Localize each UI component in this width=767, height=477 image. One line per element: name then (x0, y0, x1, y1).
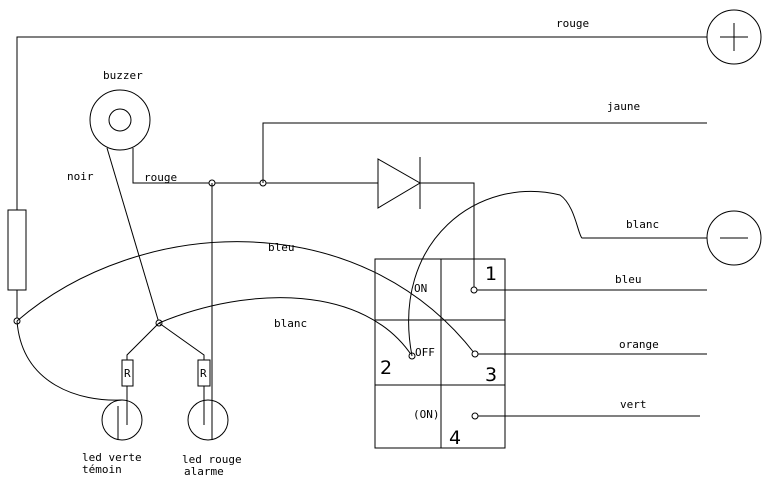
led-rouge-circle (187, 399, 229, 441)
led-rouge (187, 399, 229, 441)
wire-rouge-buzzer (132, 148, 378, 184)
switch-terminal-4 (471, 412, 479, 420)
label-vert: vert (620, 398, 647, 411)
wire-to-r2 (158, 322, 205, 360)
switch-term-1-label: 1 (485, 263, 497, 285)
resistor-1-label: R (124, 367, 131, 380)
label-blanc-arc: blanc (274, 317, 307, 330)
negative-terminal (706, 210, 762, 266)
label-led-rouge-1: led rouge (182, 453, 242, 466)
buzzer-inner (108, 108, 132, 132)
resistor-2-label: R (200, 367, 207, 380)
buzzer-outer (89, 89, 151, 151)
wire-to-r1 (126, 322, 160, 360)
wire-noir (106, 147, 160, 324)
wire-rouge-top (16, 36, 707, 210)
switch-on-momentary-label: (ON) (413, 408, 440, 421)
label-blanc-right: blanc (626, 218, 659, 231)
label-led-rouge-2: alarme (184, 465, 224, 477)
switch-terminal-3 (471, 350, 479, 358)
negative-terminal-circle (706, 210, 762, 266)
switch-on-label: ON (414, 282, 427, 295)
label-noir: noir (67, 170, 94, 183)
wire-jaune (262, 122, 707, 183)
led-verte-circle (101, 399, 143, 441)
switch-terminal-1 (470, 286, 478, 294)
switch-term-2-label: 2 (380, 357, 392, 379)
label-rouge-mid: rouge (144, 171, 177, 184)
label-orange: orange (619, 338, 659, 351)
label-bleu-right: bleu (615, 273, 642, 286)
wire-left-to-led-verte (16, 320, 123, 401)
switch-term-3-label: 3 (485, 364, 497, 386)
led-verte (101, 399, 143, 441)
buzzer (89, 89, 151, 151)
positive-terminal (706, 9, 762, 65)
diode (377, 157, 421, 209)
positive-terminal-circle (706, 9, 762, 65)
switch-off-label: OFF (415, 346, 435, 359)
label-led-verte-2: témoin (82, 463, 122, 476)
wire-blanc-right (408, 190, 707, 357)
label-bleu-arc: bleu (268, 241, 295, 254)
label-rouge-top: rouge (556, 17, 589, 30)
diode-triangle (377, 158, 421, 209)
label-buzzer: buzzer (103, 69, 143, 82)
wire-bleu-arc (16, 241, 476, 355)
wire-diode-to-1 (420, 182, 475, 290)
wire-blanc-arc (158, 297, 413, 357)
fuse (7, 209, 27, 291)
switch-term-4-label: 4 (449, 427, 461, 449)
label-led-verte-1: led verte (82, 451, 142, 464)
label-jaune: jaune (607, 100, 640, 113)
